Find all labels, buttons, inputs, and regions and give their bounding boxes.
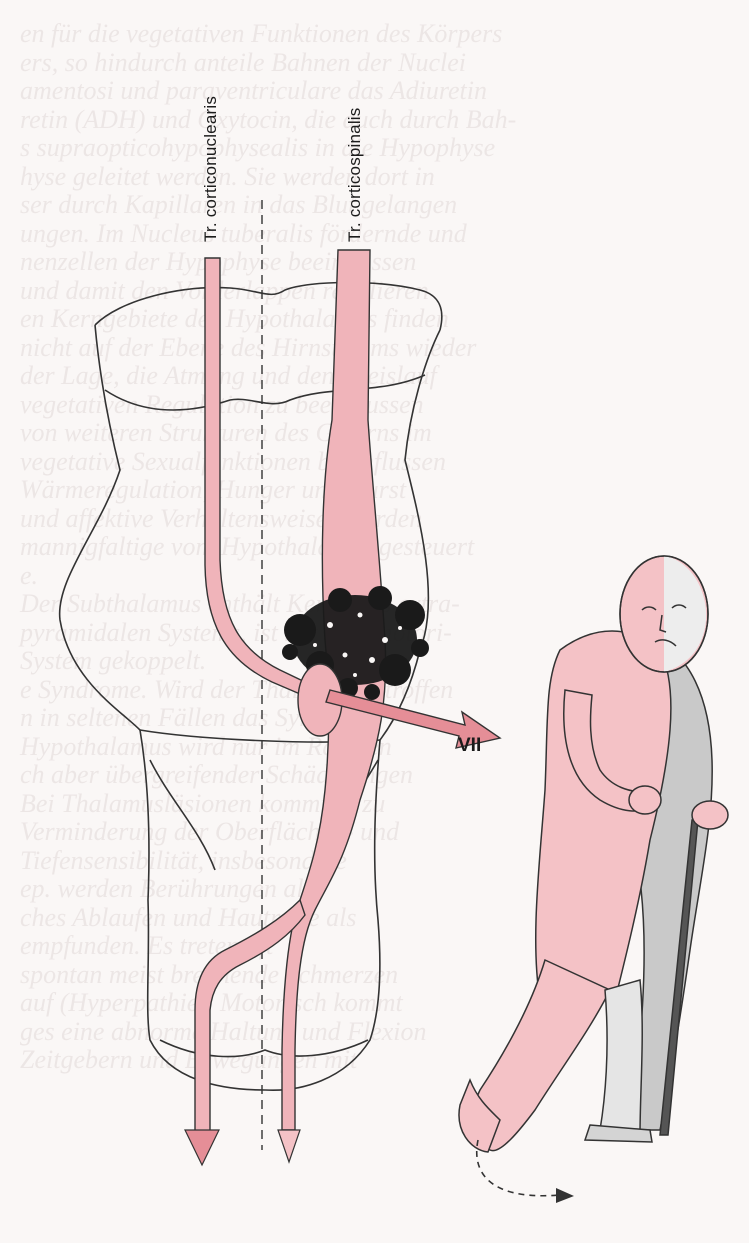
patient-right-hand — [692, 801, 728, 829]
corticospinal-arrow-left — [185, 1130, 219, 1165]
label-tract-corticonuclear: Tr. corticonuclearis — [201, 96, 221, 242]
hemiplegic-patient — [459, 556, 728, 1152]
pons-left-side — [60, 325, 140, 730]
pyramid-left — [150, 760, 215, 870]
label-cranial-nerve-vii: VII — [458, 735, 481, 757]
pons-top-edge — [95, 283, 442, 331]
label-tract-corticospinal: Tr. corticospinalis — [345, 108, 365, 243]
patient-right-leg — [600, 980, 642, 1135]
medulla-bottom — [160, 1040, 368, 1057]
pons-inner-rim — [105, 375, 425, 410]
corticospinal-arrow-right — [278, 1130, 300, 1162]
patient-left-hand — [629, 786, 661, 814]
